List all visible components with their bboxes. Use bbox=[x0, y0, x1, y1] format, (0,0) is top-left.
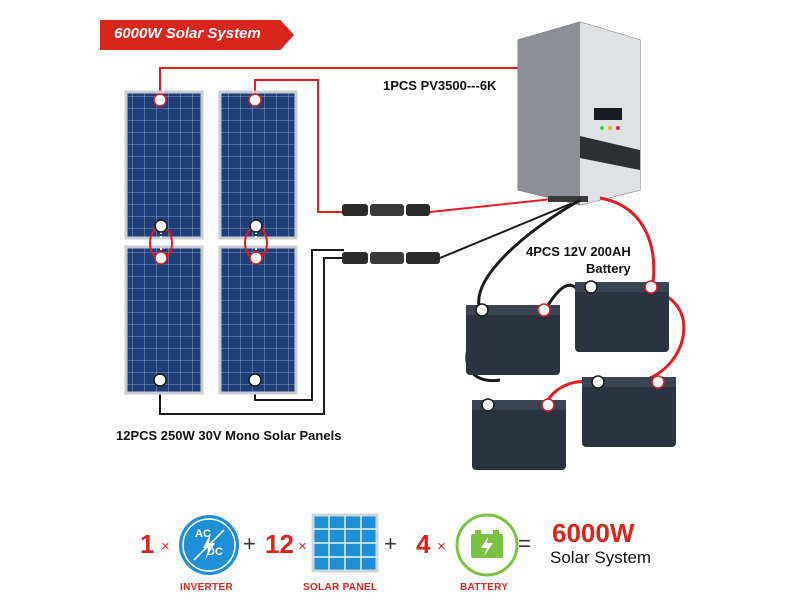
plus-sign-1: + bbox=[243, 531, 256, 556]
inverter-caption: INVERTER bbox=[180, 582, 233, 593]
panel-count: 12 bbox=[265, 529, 294, 559]
banner-title: 6000W Solar System bbox=[114, 25, 261, 42]
battery-caption: BATTERY bbox=[460, 582, 509, 593]
inverter-icon-dc: DC bbox=[207, 546, 223, 558]
plus-sign-2: + bbox=[384, 531, 397, 556]
inverter-label: 1PCS PV3500---6K bbox=[383, 78, 497, 93]
battery-bank bbox=[466, 280, 676, 470]
battery-count: 4 bbox=[416, 529, 431, 559]
battery-icon bbox=[455, 513, 519, 577]
inverter-times: × bbox=[161, 538, 170, 555]
battery-2 bbox=[575, 282, 669, 352]
battery-1 bbox=[466, 305, 560, 375]
solar-panel-array bbox=[124, 90, 298, 395]
inverter-icon-ac: AC bbox=[195, 528, 211, 540]
equals-sign: = bbox=[518, 531, 531, 556]
result-subtitle: Solar System bbox=[550, 548, 652, 567]
solar-panel-icon bbox=[311, 513, 379, 573]
inverter-unit bbox=[517, 21, 641, 206]
title-banner bbox=[100, 20, 294, 50]
solar-panel-top-left bbox=[124, 90, 204, 240]
battery-label-line2: Battery bbox=[585, 261, 631, 276]
result-title: 6000W bbox=[552, 518, 635, 548]
panel-label: 12PCS 250W 30V Mono Solar Panels bbox=[116, 428, 342, 443]
battery-times: × bbox=[437, 538, 446, 555]
panel-caption: SOLAR PANEL bbox=[303, 582, 378, 593]
inverter-count: 1 bbox=[140, 529, 155, 559]
battery-4 bbox=[582, 377, 676, 447]
battery-label: 4PCS 12V 200AH Battery bbox=[526, 243, 631, 277]
battery-3 bbox=[472, 400, 566, 470]
solar-panel-bottom-left bbox=[124, 245, 204, 395]
solar-panel-top-right bbox=[218, 90, 298, 240]
solar-panel-bottom-right bbox=[218, 245, 298, 395]
panel-times: × bbox=[298, 538, 307, 555]
inverter-icon bbox=[179, 515, 239, 575]
mc4-connectors bbox=[342, 204, 440, 264]
battery-label-line1: 4PCS 12V 200AH bbox=[526, 244, 631, 259]
